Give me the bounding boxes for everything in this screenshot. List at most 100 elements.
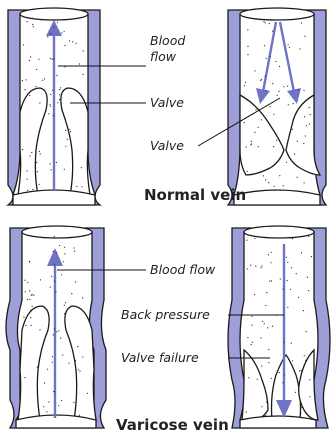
stipple-dot	[298, 89, 299, 90]
stipple-dot	[70, 131, 71, 132]
stipple-dot	[76, 186, 77, 187]
stipple-dot	[53, 58, 54, 59]
stipple-dot	[71, 293, 72, 294]
stipple-dot	[27, 282, 28, 283]
stipple-dot	[261, 406, 262, 407]
stipple-dot	[56, 162, 57, 163]
stipple-dot	[78, 369, 79, 370]
stipple-dot	[244, 122, 245, 123]
stipple-dot	[266, 90, 267, 91]
stipple-dot	[33, 26, 34, 27]
stipple-dot	[274, 186, 275, 187]
stipple-dot	[303, 310, 304, 311]
stipple-dot	[296, 273, 297, 274]
stipple-dot	[247, 54, 248, 55]
stipple-dot	[87, 393, 88, 394]
stipple-dot	[65, 130, 66, 131]
stipple-dot	[265, 415, 266, 416]
stipple-dot	[268, 362, 269, 363]
stipple-dot	[284, 374, 285, 375]
stipple-dot	[24, 280, 25, 281]
stipple-dot	[309, 379, 310, 380]
stipple-dot	[35, 86, 36, 87]
stipple-dot	[260, 80, 261, 81]
stipple-dot	[31, 325, 32, 326]
stipple-dot	[300, 413, 301, 414]
stipple-dot	[287, 280, 288, 281]
stipple-dot	[51, 169, 52, 170]
stipple-dot	[32, 24, 33, 25]
stipple-dot	[37, 171, 38, 172]
stipple-dot	[263, 175, 264, 176]
stipple-dot	[283, 185, 284, 186]
stipple-dot	[37, 367, 38, 368]
stipple-dot	[43, 406, 44, 407]
stipple-dot	[291, 343, 292, 344]
stipple-dot	[73, 402, 74, 403]
stipple-dot	[29, 155, 30, 156]
stipple-dot	[255, 109, 256, 110]
stipple-dot	[310, 114, 311, 115]
stipple-dot	[304, 116, 305, 117]
stipple-dot	[258, 127, 259, 128]
stipple-dot	[61, 274, 62, 275]
stipple-dot	[270, 56, 271, 57]
stipple-dot	[50, 287, 51, 288]
stipple-dot	[248, 377, 249, 378]
stipple-dot	[48, 113, 49, 114]
stipple-dot	[300, 48, 301, 49]
stipple-dot	[64, 247, 65, 248]
stipple-dot	[32, 18, 33, 19]
stipple-dot	[289, 47, 290, 48]
stipple-dot	[299, 370, 300, 371]
stipple-dot	[264, 323, 265, 324]
stipple-dot	[294, 154, 295, 155]
stipple-dot	[69, 129, 70, 130]
stipple-dot	[29, 299, 30, 300]
stipple-dot	[308, 290, 309, 291]
stipple-dot	[22, 149, 23, 150]
stipple-dot	[287, 86, 288, 87]
stipple-dot	[265, 22, 266, 23]
stipple-dot	[305, 135, 306, 136]
stipple-dot	[247, 171, 248, 172]
stipple-dot	[304, 182, 305, 183]
stipple-dot	[50, 106, 51, 107]
stipple-dot	[251, 141, 252, 142]
stipple-dot	[79, 63, 80, 64]
stipple-dot	[23, 317, 24, 318]
stipple-dot	[261, 79, 262, 80]
stipple-dot	[65, 302, 66, 303]
stipple-dot	[279, 372, 280, 373]
stipple-dot	[27, 179, 28, 180]
stipple-dot	[26, 79, 27, 80]
stipple-dot	[251, 344, 252, 345]
stipple-dot	[29, 60, 30, 61]
stipple-dot	[29, 290, 30, 291]
stipple-dot	[255, 266, 256, 267]
stipple-dot	[252, 325, 253, 326]
stipple-dot	[301, 370, 302, 371]
stipple-dot	[39, 184, 40, 185]
stipple-dot	[273, 114, 274, 115]
stipple-dot	[293, 103, 294, 104]
stipple-dot	[82, 297, 83, 298]
stipple-dot	[79, 371, 80, 372]
stipple-dot	[52, 362, 53, 363]
stipple-dot	[81, 167, 82, 168]
stipple-dot	[277, 95, 278, 96]
stipple-dot	[286, 257, 287, 258]
stipple-dot	[301, 22, 302, 23]
stipple-dot	[271, 280, 272, 281]
normal-vein-open-valve	[8, 8, 100, 205]
stipple-dot	[54, 281, 55, 282]
stipple-dot	[82, 186, 83, 187]
stipple-dot	[309, 107, 310, 108]
stipple-dot	[26, 170, 27, 171]
label-flow: flow	[150, 49, 177, 64]
stipple-dot	[245, 82, 246, 83]
stipple-dot	[254, 70, 255, 71]
stipple-dot	[279, 175, 280, 176]
stipple-dot	[292, 360, 293, 361]
stipple-dot	[25, 377, 26, 378]
